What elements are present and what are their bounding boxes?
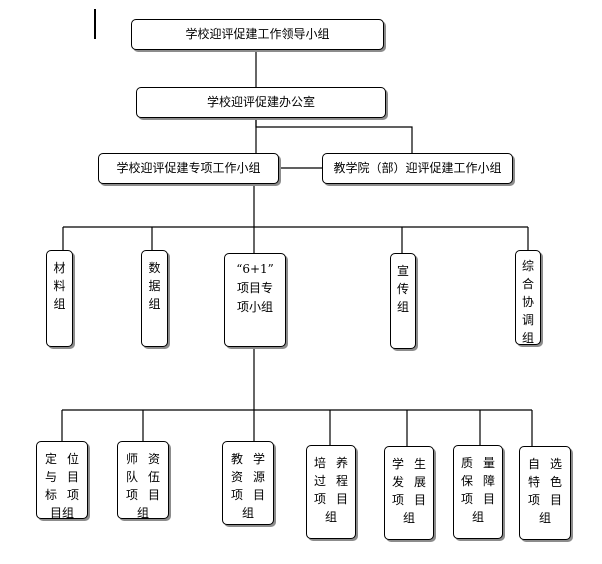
coordination-group-box: 综合协调组 <box>515 250 541 345</box>
b3-c1: 教 <box>231 452 244 466</box>
publicity-group-label: 宣传组 <box>397 264 410 314</box>
b6-c5: 项 <box>461 492 474 506</box>
b7-c5: 项 <box>528 493 541 507</box>
b7-c4: 色 <box>550 475 563 489</box>
b5-c5: 项 <box>392 493 405 507</box>
material-group-box: 材料组 <box>46 250 73 347</box>
b2-c4: 伍 <box>148 470 161 484</box>
office-label: 学校迎评促建办公室 <box>206 95 315 109</box>
special-group-box: 学校迎评促建专项工作小组 <box>98 153 279 184</box>
text-cursor <box>94 9 96 39</box>
b3-c5: 项 <box>231 488 244 502</box>
b1-c3: 与 <box>45 470 58 484</box>
six-plus-one-line2: 项目专 <box>236 281 273 295</box>
b7-c1: 自 <box>528 457 541 471</box>
data-group-box: 数据组 <box>141 250 168 347</box>
b4-c3: 过 <box>314 474 327 488</box>
office-box: 学校迎评促建办公室 <box>136 87 386 118</box>
b4-c6: 目 <box>336 492 349 506</box>
b2-c7: 组 <box>136 506 149 520</box>
b1-c2: 位 <box>67 452 80 466</box>
student-development-box: 学生 发展 项目 组 <box>384 446 434 540</box>
elective-feature-box: 自选 特色 项目 组 <box>519 446 571 540</box>
leader-group-box: 学校迎评促建工作领导小组 <box>131 19 384 50</box>
b4-c4: 程 <box>336 474 349 488</box>
b6-c7: 组 <box>471 510 484 524</box>
b7-c2: 选 <box>550 457 563 471</box>
special-group-label: 学校迎评促建专项工作小组 <box>116 161 261 175</box>
faculty-team-box: 师资 队伍 项目 组 <box>117 441 169 520</box>
six-plus-one-group-box: “6+1” 项目专 项小组 <box>224 253 286 347</box>
publicity-group-box: 宣传组 <box>390 253 416 349</box>
b7-c7: 组 <box>538 511 551 525</box>
coordination-group-label: 综合协调组 <box>522 259 535 345</box>
six-plus-one-line3: 项小组 <box>236 300 273 314</box>
b6-c2: 量 <box>483 456 496 470</box>
b1-c7: 目组 <box>49 506 74 520</box>
college-group-box: 教学院（部）迎评促建工作小组 <box>322 153 513 184</box>
positioning-goal-box: 定位 与目 标项 目组 <box>36 441 88 520</box>
b3-c7: 组 <box>241 506 254 520</box>
b3-c6: 目 <box>253 488 266 502</box>
b2-c5: 项 <box>126 488 139 502</box>
b5-c3: 发 <box>392 475 405 489</box>
data-group-label: 数据组 <box>148 261 161 311</box>
b6-c6: 目 <box>483 492 496 506</box>
b7-c3: 特 <box>528 475 541 489</box>
b1-c1: 定 <box>45 452 58 466</box>
b5-c2: 生 <box>414 457 427 471</box>
b4-c2: 养 <box>336 456 349 470</box>
b3-c4: 源 <box>253 470 266 484</box>
leader-group-label: 学校迎评促建工作领导小组 <box>185 27 330 41</box>
six-plus-one-label: “6+1” <box>236 262 274 276</box>
b4-c7: 组 <box>324 510 337 524</box>
b6-c1: 质 <box>461 456 474 470</box>
b5-c6: 目 <box>414 493 427 507</box>
b5-c1: 学 <box>392 457 405 471</box>
b2-c1: 师 <box>126 452 139 466</box>
b3-c3: 资 <box>231 470 244 484</box>
b6-c4: 障 <box>483 474 496 488</box>
b2-c2: 资 <box>148 452 161 466</box>
quality-assurance-box: 质量 保障 项目 组 <box>453 445 503 539</box>
b5-c4: 展 <box>414 475 427 489</box>
b3-c2: 学 <box>253 452 266 466</box>
training-process-box: 培养 过程 项目 组 <box>306 445 356 539</box>
college-group-label: 教学院（部）迎评促建工作小组 <box>333 161 502 175</box>
b4-c1: 培 <box>314 456 327 470</box>
b1-c5: 标 <box>45 488 58 502</box>
b5-c7: 组 <box>402 511 415 525</box>
b2-c3: 队 <box>126 470 139 484</box>
b1-c4: 目 <box>67 470 80 484</box>
b1-c6: 项 <box>67 488 80 502</box>
b2-c6: 目 <box>148 488 161 502</box>
b6-c3: 保 <box>461 474 474 488</box>
b4-c5: 项 <box>314 492 327 506</box>
b7-c6: 目 <box>550 493 563 507</box>
teaching-resources-box: 教学 资源 项目 组 <box>222 441 274 525</box>
material-group-label: 材料组 <box>53 261 66 311</box>
